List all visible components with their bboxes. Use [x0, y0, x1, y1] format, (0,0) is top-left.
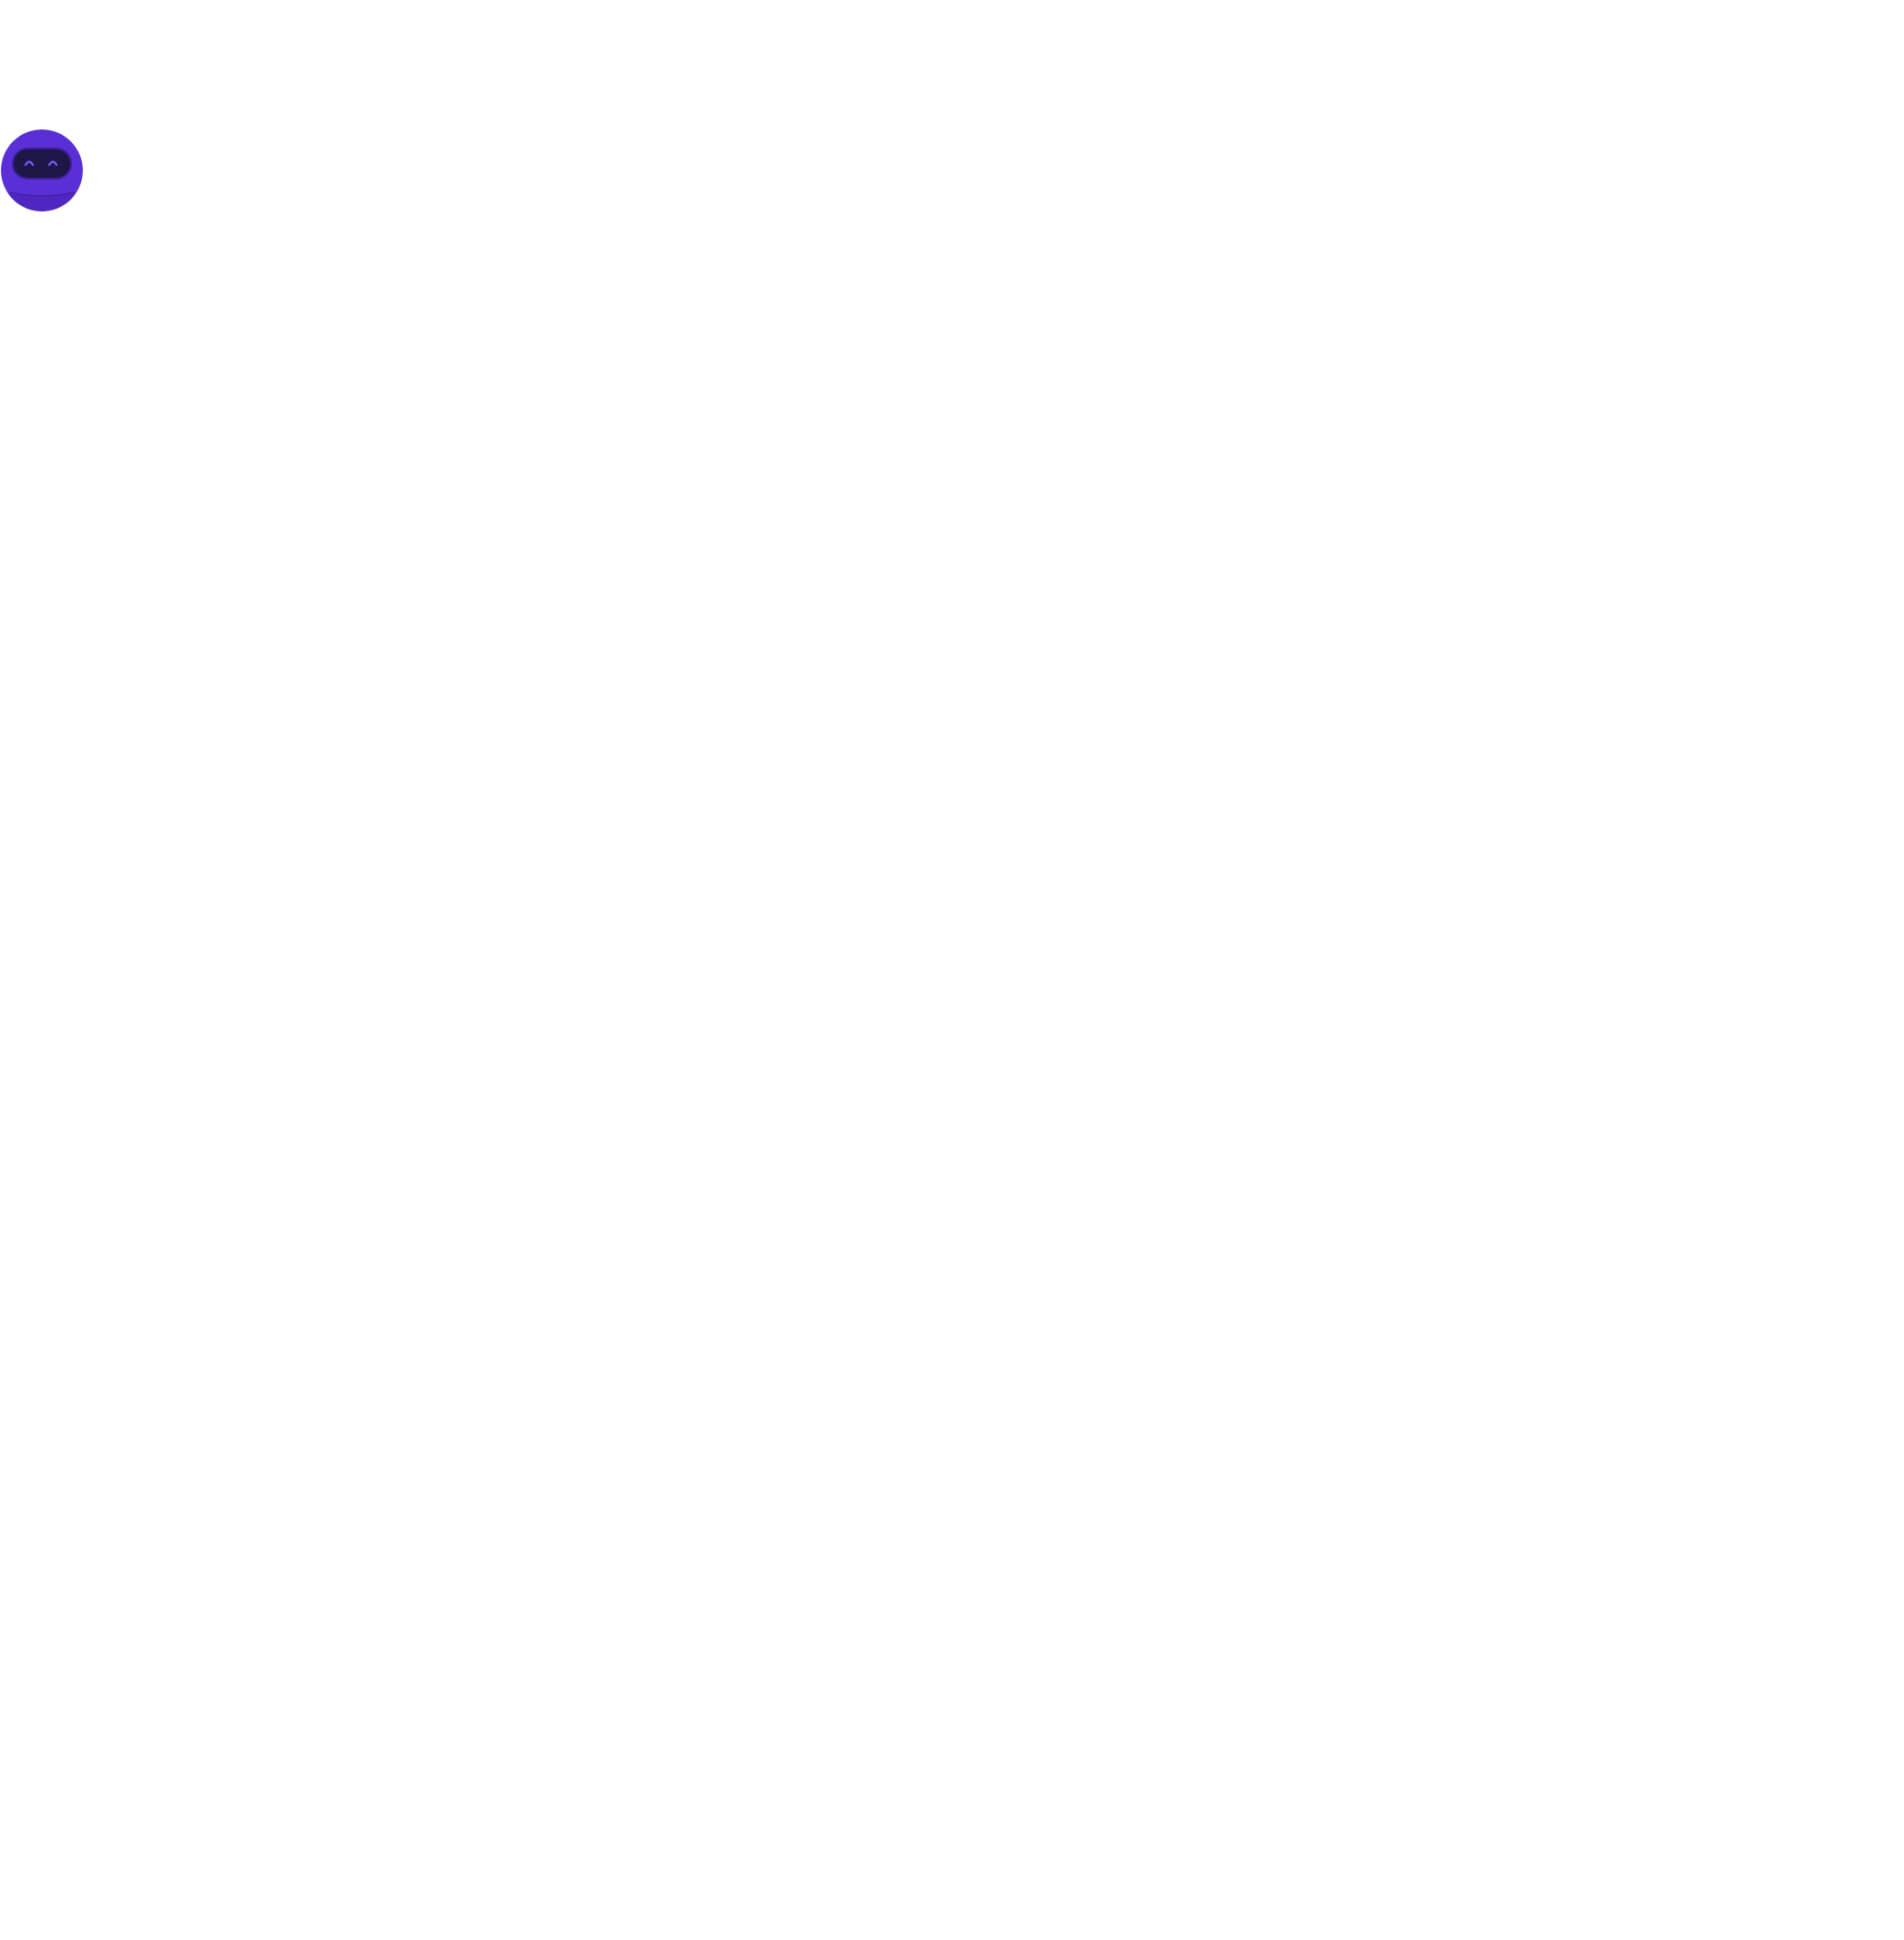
chat-launcher-button[interactable]: [0, 128, 84, 212]
robot-face-icon: [1, 129, 83, 211]
